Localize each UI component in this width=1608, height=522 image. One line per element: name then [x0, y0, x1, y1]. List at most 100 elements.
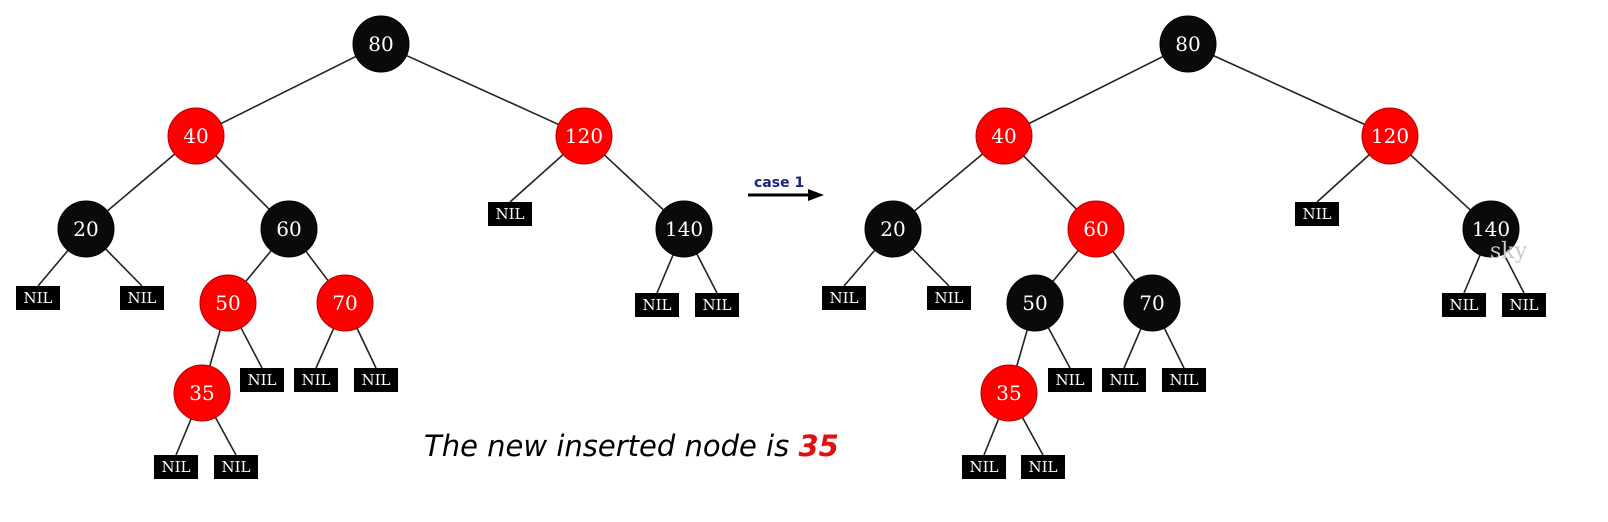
nil-edge: [656, 254, 674, 294]
node-circle: [260, 200, 318, 258]
node-circle: [975, 107, 1033, 165]
nil-edge: [1123, 328, 1142, 369]
watermark: sky: [1490, 239, 1528, 264]
nil-leaf: NIL: [214, 455, 258, 479]
tree-edge: [220, 55, 357, 125]
nil-leaf: NIL: [1502, 293, 1546, 317]
nil-label: NIL: [969, 458, 998, 476]
tree-edge: [215, 155, 270, 210]
node-circle: [1462, 200, 1520, 258]
nil-edge: [509, 154, 564, 203]
tree-node-60: 60: [1067, 200, 1125, 258]
tree-node-70: 70: [1123, 274, 1181, 332]
node-circle: [1361, 107, 1419, 165]
node-circle: [980, 364, 1038, 422]
nil-label: NIL: [1055, 371, 1084, 389]
node-label: 80: [368, 32, 393, 56]
nil-label: NIL: [1109, 371, 1138, 389]
nil-leaf: NIL: [635, 293, 679, 317]
node-label: 40: [991, 124, 1016, 148]
tree-edge: [1112, 250, 1136, 282]
nil-label: NIL: [301, 371, 330, 389]
tree-edge: [245, 250, 272, 282]
tree-node-80: 80: [1159, 15, 1217, 73]
nil-leaf: NIL: [1021, 455, 1065, 479]
nil-box: [488, 202, 532, 226]
nil-edge: [1163, 327, 1185, 369]
tree-edge: [1016, 329, 1028, 367]
nil-label: NIL: [1169, 371, 1198, 389]
node-label: 50: [1022, 291, 1047, 315]
node-circle: [352, 15, 410, 73]
arrow-head: [808, 189, 824, 201]
tree-edge: [1052, 250, 1079, 282]
node-circle: [655, 200, 713, 258]
nil-leaf: NIL: [154, 455, 198, 479]
nil-label: NIL: [934, 289, 963, 307]
caption-highlight: 35: [798, 429, 838, 463]
nil-leaf: NIL: [294, 368, 338, 392]
nil-box: [1021, 455, 1065, 479]
nil-label: NIL: [642, 296, 671, 314]
node-circle: [555, 107, 613, 165]
nil-edge: [175, 418, 192, 456]
node-circle: [199, 274, 257, 332]
nil-edge: [1463, 254, 1481, 294]
nil-label: NIL: [247, 371, 276, 389]
nil-edge: [912, 248, 950, 287]
nil-label: NIL: [1449, 296, 1478, 314]
node-circle: [173, 364, 231, 422]
node-label: 120: [565, 124, 603, 148]
tree-node-70: 70: [316, 274, 374, 332]
edges: [843, 54, 1525, 456]
tree-node-20: 20: [864, 200, 922, 258]
node-label: 50: [215, 291, 240, 315]
edges: [37, 54, 718, 456]
nil-box: [695, 293, 739, 317]
nil-box: [214, 455, 258, 479]
node-label: 20: [73, 217, 98, 241]
nil-leaf: NIL: [822, 286, 866, 310]
nil-box: [1502, 293, 1546, 317]
nil-leaf: NIL: [1442, 293, 1486, 317]
nil-label: NIL: [127, 289, 156, 307]
node-circle: [1006, 274, 1064, 332]
node-label: 35: [996, 381, 1021, 405]
node-circle: [864, 200, 922, 258]
node-label: 80: [1175, 32, 1200, 56]
tree-node-140: 140: [655, 200, 713, 258]
nil-box: [240, 368, 284, 392]
nil-label: NIL: [495, 205, 524, 223]
tree-node-80: 80: [352, 15, 410, 73]
node-circle: [167, 107, 225, 165]
nil-label: NIL: [1028, 458, 1057, 476]
nil-leaf: NIL: [962, 455, 1006, 479]
nil-box: [1295, 202, 1339, 226]
caption-text: The new inserted node is: [424, 429, 798, 463]
tree-node-50: 50: [199, 274, 257, 332]
nil-box: [1048, 368, 1092, 392]
tree-node-120: 120: [555, 107, 613, 165]
node-circle: [1159, 15, 1217, 73]
node-label: 70: [1139, 291, 1164, 315]
nil-edge: [315, 328, 335, 369]
nil-edge: [983, 418, 1000, 456]
node-circle: [1067, 200, 1125, 258]
node-label: 140: [665, 217, 703, 241]
node-circle: [1123, 274, 1181, 332]
nil-edge: [240, 327, 263, 369]
node-label: 70: [332, 291, 357, 315]
nil-edge: [843, 249, 876, 287]
tree-node-35: 35: [173, 364, 231, 422]
nil-edge: [1021, 417, 1044, 456]
tree-edge: [1028, 55, 1164, 125]
nil-edge: [1503, 253, 1525, 294]
nil-box: [1162, 368, 1206, 392]
nil-leaf: NIL: [120, 286, 164, 310]
nil-leaf: NIL: [354, 368, 398, 392]
nil-edge: [37, 249, 69, 287]
tree-edge: [209, 329, 221, 367]
nil-edge: [1047, 327, 1071, 369]
